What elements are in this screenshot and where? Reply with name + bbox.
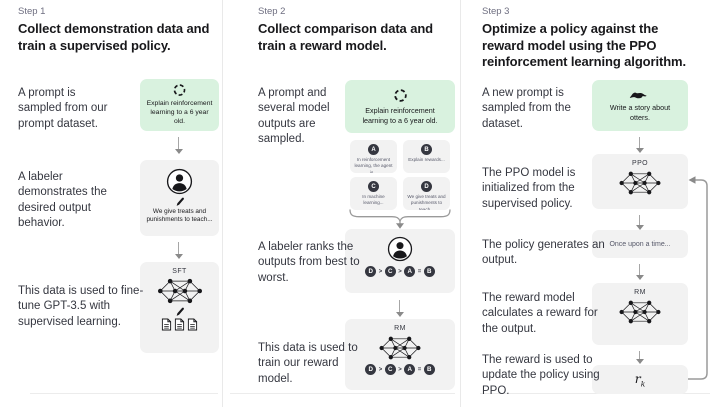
rank-item: C [384,266,396,277]
label-ppo-init: The PPO model is initialized from the su… [482,167,576,210]
rm-label: RM [394,325,406,332]
feedback-arrow [688,176,708,380]
sample-icon [393,89,407,102]
output-snippet: Explain rewards... [408,157,445,162]
down-arrow-icon [634,351,646,364]
down-arrow-icon [173,137,185,154]
rank-separator: > [378,366,383,373]
prompt-box-3: Write a story about otters. [592,80,688,131]
label-labeler-ranks: A labeler ranks the outputs from best to… [258,241,360,284]
rm-box-3: RM [592,283,688,345]
rank-item: A [404,266,416,277]
down-arrow-icon [173,242,185,259]
column-heading-3: Optimize a policy against the reward mod… [482,21,687,70]
prompt-caption-1: Explain reinforcement learning to a 6 ye… [146,100,213,126]
rank-item: D [365,364,377,375]
label-train-rm: This data is used to train our reward mo… [258,342,358,385]
labeler-icon [166,168,193,195]
down-arrow-icon [634,215,646,230]
labeler-icon [387,236,413,262]
output-snippet: We give treats and punishments to teach.… [407,194,446,210]
output-box-a: A In reinforcement learning, the agent i… [350,140,397,173]
rank-item: A [404,364,416,375]
output-box-d: D We give treats and punishments to teac… [403,177,450,210]
label-finetune: This data is used to fine-tune GPT-3.5 w… [18,285,144,328]
sample-icon [173,84,186,96]
network-icon [619,300,661,324]
rm-label: RM [634,289,646,296]
rank-item: B [423,266,435,277]
output-letter: C [368,181,379,192]
bottom-crop-line [230,393,455,394]
rank-separator: > [398,366,402,373]
labeler-box-1: We give treats and punishments to teach.… [140,160,219,236]
pencil-icon [176,307,184,316]
prompt-caption-3: Write a story about otters. [609,103,671,122]
step-label-3: Step 3 [482,6,510,17]
output-snippet: In reinforcement learning, the agent is.… [354,157,393,173]
output-letter: B [421,144,432,155]
rank-item: B [423,364,435,375]
rank-separator: > [378,268,383,275]
down-arrow-icon [634,137,646,153]
step-label-2: Step 2 [258,6,286,17]
reward-value-box: rk [592,365,688,394]
prompt-caption-2: Explain reinforcement learning to a 6 ye… [362,106,438,125]
generated-output-text: Once upon a time... [609,240,671,248]
network-icon [619,171,661,195]
output-letter: D [421,181,432,192]
network-icon [157,278,202,304]
label-rm-reward: The reward model calculates a reward for… [482,292,598,335]
label-policy-output: The policy generates an output. [482,239,605,267]
output-letter: A [368,144,379,155]
ranking: D > C > A = B [365,266,435,277]
documents-row [161,318,198,331]
rank-item: D [365,266,377,277]
ppo-label: PPO [632,160,648,167]
document-icon [174,318,185,331]
down-arrow-icon [634,264,646,280]
document-icon [187,318,198,331]
rank-separator: > [398,268,402,275]
sft-label: SFT [172,268,187,275]
rank-item: C [384,364,396,375]
prompt-box-2: Explain reinforcement learning to a 6 ye… [345,80,455,133]
sft-box: SFT [140,262,219,353]
ppo-box: PPO [592,154,688,209]
output-box-c: C In machine learning... [350,177,397,210]
column-divider [222,0,223,407]
label-labeler-demonstrates: A labeler demonstrates the desired outpu… [18,171,107,229]
bottom-crop-line [480,393,710,394]
column-heading-1: Collect demonstration data and train a s… [18,21,210,53]
pencil-icon [176,197,184,206]
otter-icon [629,92,647,99]
ranking: D > C > A = B [365,364,435,375]
label-reward-update: The reward is used to update the policy … [482,354,600,397]
output-box-b: B Explain rewards... [403,140,450,173]
reward-symbol: rk [634,370,646,389]
rank-separator: = [417,268,422,275]
label-new-prompt: A new prompt is sampled from the dataset… [482,87,571,130]
column-heading-2: Collect comparison data and train a rewa… [258,21,434,53]
labeler-caption: We give treats and punishments to teach.… [146,208,213,224]
down-arrow-icon [394,300,406,317]
network-icon [379,336,421,360]
rank-separator: = [417,366,422,373]
labeler-rank-box: D > C > A = B [345,229,455,293]
column-divider [460,0,461,407]
rm-box: RM D > C > A = B [345,319,455,390]
output-snippet: In machine learning... [362,194,385,206]
step-label-1: Step 1 [18,6,46,17]
prompt-box-1: Explain reinforcement learning to a 6 ye… [140,79,219,131]
document-icon [161,318,172,331]
label-prompt-sampled: A prompt is sampled from our prompt data… [18,87,108,130]
brace-icon [349,209,451,229]
bottom-crop-line [30,393,218,394]
generated-output-box: Once upon a time... [592,230,688,258]
label-prompt-outputs: A prompt and several model outputs are s… [258,87,330,145]
